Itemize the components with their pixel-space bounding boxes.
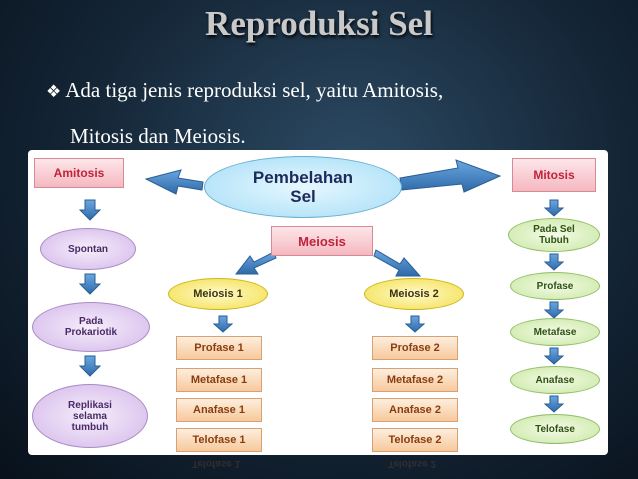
down-arrow-icon	[543, 199, 565, 217]
down-arrow-icon	[78, 273, 102, 295]
down-arrow-icon	[404, 315, 426, 333]
meiosis1-label: Meiosis 1	[168, 278, 268, 310]
reflection-telofase-1: Telofase 1	[192, 458, 241, 469]
meiosis2-phase-anafase: Anafase 2	[372, 398, 458, 422]
arrow-to-amitosis-icon	[144, 169, 204, 195]
mitosis-step-metafase: Metafase	[510, 318, 600, 346]
amitosis-step-spontan: Spontan	[40, 228, 136, 270]
bullet-line-2: Mitosis dan Meiosis.	[70, 124, 246, 148]
meiosis1-phase-anafase: Anafase 1	[176, 398, 262, 422]
reflection-telofase-2: Telofase 2	[388, 458, 437, 469]
diagram-panel: Amitosis Spontan Pada Prokariotik Replik…	[28, 150, 608, 455]
amitosis-header: Amitosis	[34, 158, 124, 188]
down-arrow-icon	[78, 199, 102, 221]
meiosis1-phase-metafase: Metafase 1	[176, 368, 262, 392]
meiosis2-phase-profase: Profase 2	[372, 336, 458, 360]
mitosis-header: Mitosis	[512, 158, 596, 192]
bullet-line-1: Ada tiga jenis reproduksi sel, yaitu Ami…	[65, 78, 444, 102]
meiosis1-phase-telofase: Telofase 1	[176, 428, 262, 452]
down-arrow-icon	[543, 301, 565, 319]
down-arrow-icon	[212, 315, 234, 333]
down-arrow-icon	[543, 253, 565, 271]
diagram-arrows	[78, 159, 565, 413]
mitosis-step-telofase: Telofase	[510, 414, 600, 444]
amitosis-step-prokariotik: Pada Prokariotik	[32, 302, 150, 352]
arrow-to-mitosis-icon	[399, 159, 502, 193]
mitosis-step-sel-tubuh: Pada Sel Tubuh	[508, 218, 600, 252]
bullet-paragraph: ❖Ada tiga jenis reproduksi sel, yaitu Am…	[46, 68, 606, 159]
down-arrow-icon	[543, 395, 565, 413]
center-pembelahan-sel: Pembelahan Sel	[204, 156, 402, 218]
meiosis1-phase-profase: Profase 1	[176, 336, 262, 360]
slide-title: Reproduksi Sel	[205, 4, 433, 43]
amitosis-step-replikasi: Replikasi selama tumbuh	[32, 384, 148, 448]
down-arrow-icon	[78, 355, 102, 377]
diamond-bullet-icon: ❖	[46, 82, 62, 101]
down-arrow-icon	[543, 347, 565, 365]
arrow-to-meiosis1-icon	[234, 251, 277, 275]
mitosis-step-profase: Profase	[510, 272, 600, 300]
meiosis2-phase-telofase: Telofase 2	[372, 428, 458, 452]
meiosis2-phase-metafase: Metafase 2	[372, 368, 458, 392]
mitosis-step-anafase: Anafase	[510, 366, 600, 394]
arrow-to-meiosis2-icon	[373, 249, 422, 277]
meiosis-header: Meiosis	[271, 226, 373, 256]
meiosis2-label: Meiosis 2	[364, 278, 464, 310]
